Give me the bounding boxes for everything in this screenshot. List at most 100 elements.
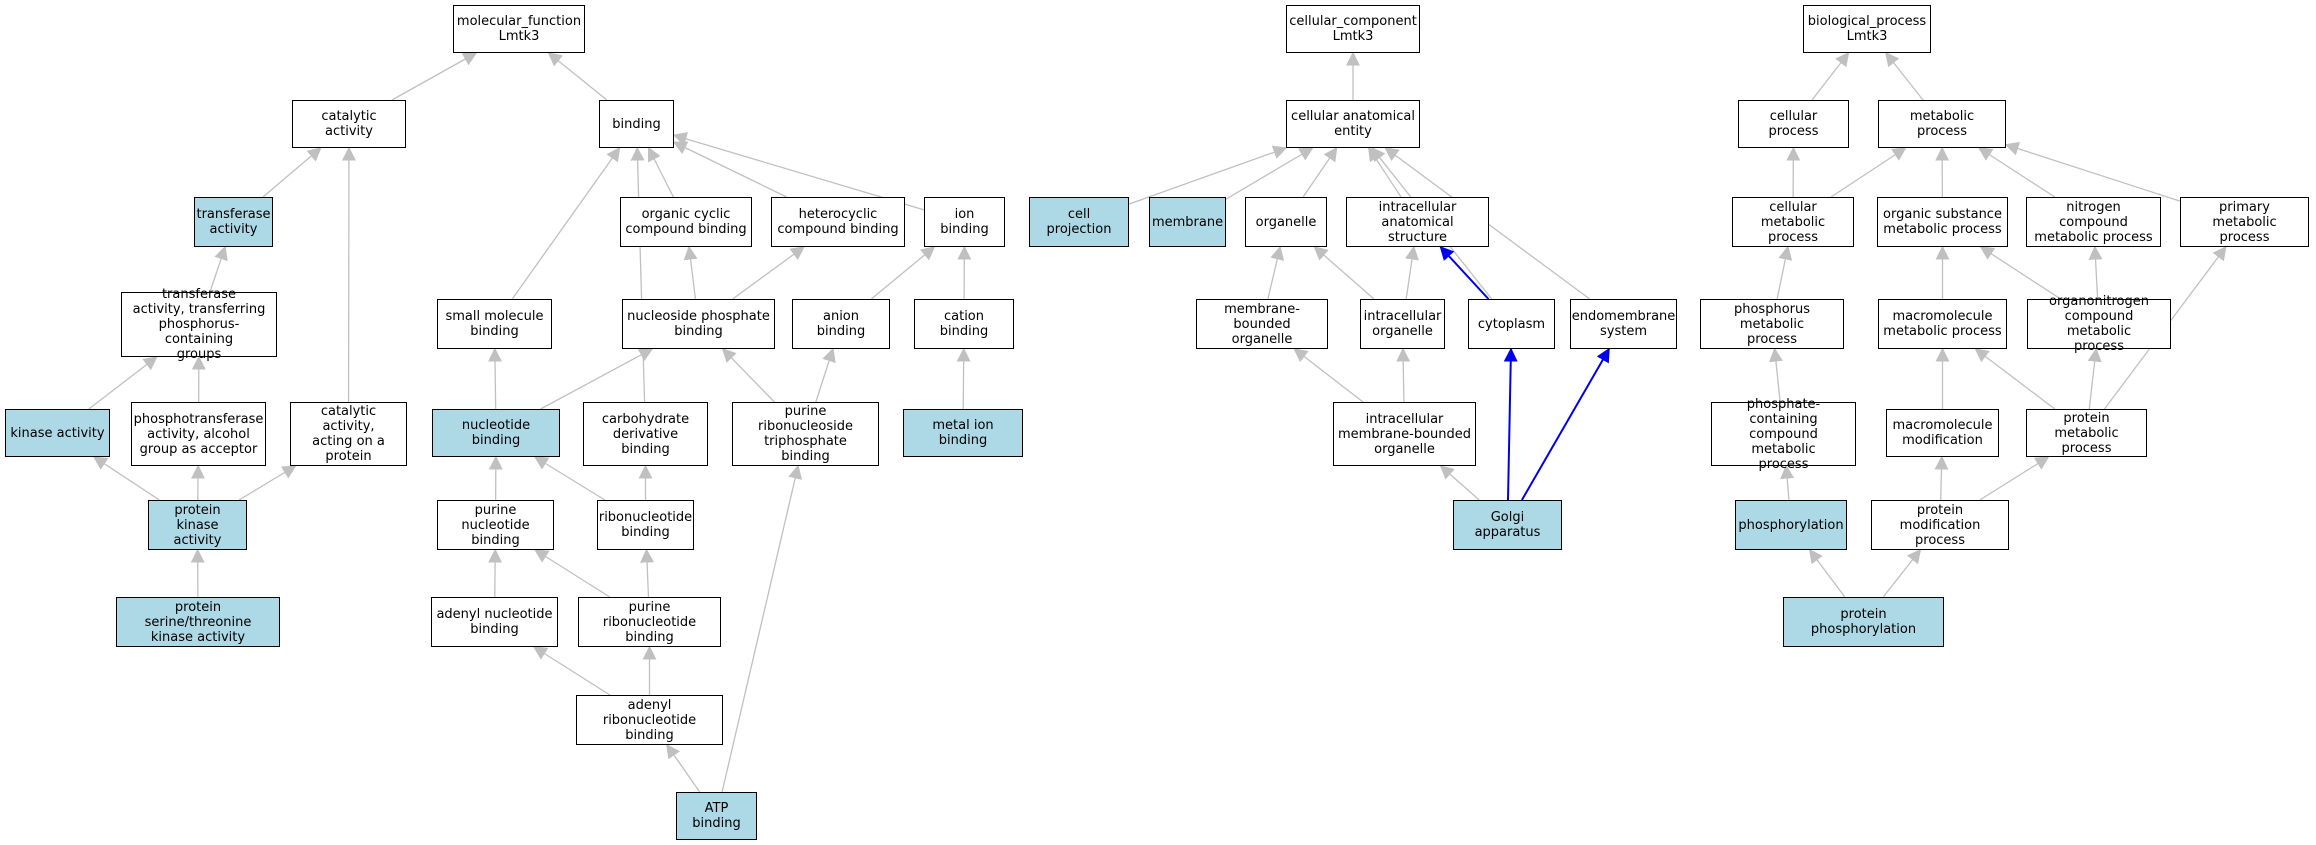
edge-anion-to-ion — [870, 246, 936, 300]
edge-smb-to-bind — [511, 146, 621, 300]
go-node-ocb[interactable]: organic cyclic compound binding — [620, 197, 752, 247]
edge-imbo-to-io — [1396, 347, 1411, 403]
go-node-cmp[interactable]: cellular metabolic process — [1732, 197, 1854, 247]
go-node-transf[interactable]: transferase activity — [194, 197, 273, 247]
go-node-protmp[interactable]: protein metabolic process — [2026, 409, 2147, 457]
go-node-mbo[interactable]: membrane-bounded organelle — [1196, 299, 1328, 349]
go-node-cp[interactable]: cellular process — [1738, 100, 1849, 148]
go-node-transf2[interactable]: transferase activity, transferring phosp… — [121, 287, 277, 362]
edge-atp-to-arnb — [666, 743, 701, 793]
edge-prnb-to-rnb — [640, 548, 655, 598]
edge-ocb-to-bind — [647, 146, 674, 198]
edge-golgi-to-cyto — [1503, 347, 1518, 501]
go-node-endo[interactable]: endomembrane system — [1570, 299, 1677, 349]
edge-ocmp-to-osmp — [1979, 246, 2061, 300]
go-node-atp[interactable]: ATP binding — [676, 792, 757, 840]
go-node-mp[interactable]: metabolic process — [1878, 100, 2006, 148]
go-node-ocmp[interactable]: organonitrogen compound metabolic proces… — [2027, 294, 2171, 354]
go-node-npb[interactable]: nucleoside phosphate binding — [622, 299, 775, 349]
edge-ocmp-to-ncmp — [2088, 245, 2103, 300]
go-node-anion[interactable]: anion binding — [792, 299, 890, 349]
edge-prnb-to-pnb — [534, 549, 611, 598]
edge-imbo-to-mbo — [1293, 348, 1364, 403]
edge-protmp-to-macmp — [1974, 348, 2056, 410]
go-node-ion[interactable]: ion binding — [924, 197, 1005, 247]
go-node-pccmp[interactable]: phosphate-containing compound metabolic … — [1711, 397, 1856, 472]
go-node-prntb[interactable]: purine ribonucleoside triphosphate bindi… — [732, 402, 879, 466]
go-node-org[interactable]: organelle — [1245, 197, 1327, 247]
go-node-kin[interactable]: kinase activity — [5, 409, 110, 457]
go-node-cat[interactable]: catalytic activity — [292, 100, 406, 148]
edge-pk-to-catprot — [238, 465, 297, 501]
edge-io-to-ias — [1405, 245, 1419, 300]
go-node-cation[interactable]: cation binding — [914, 299, 1014, 349]
go-node-pk[interactable]: protein kinase activity — [148, 500, 247, 550]
go-node-ias[interactable]: intracellular anatomical structure — [1346, 197, 1489, 247]
go-node-bp[interactable]: biological_process Lmtk3 — [1803, 5, 1931, 53]
edge-cyto-to-ias — [1439, 245, 1490, 300]
edge-golgi-to-endo — [1521, 347, 1610, 501]
edge-kin-to-transf2 — [88, 356, 158, 410]
go-node-pmp[interactable]: primary metabolic process — [2180, 197, 2309, 247]
edge-phos-to-pccmp — [1780, 464, 1795, 501]
edge-phmp-to-cmp — [1776, 245, 1793, 300]
edge-transf2-to-transf — [209, 245, 228, 293]
edge-pphos-to-pmod — [1882, 548, 1922, 598]
edge-prntb-to-npb — [721, 347, 775, 403]
go-node-cae[interactable]: cellular anatomical entity — [1286, 100, 1420, 148]
edge-ncmp-to-mp — [1977, 147, 2056, 198]
edge-transf-to-cat — [262, 147, 322, 198]
go-node-rnb[interactable]: ribonucleotide binding — [597, 500, 694, 550]
edge-golgi-to-imbo — [1439, 465, 1480, 501]
edge-org-to-cae — [1302, 146, 1338, 198]
go-node-io[interactable]: intracellular organelle — [1360, 299, 1445, 349]
edge-hcb-to-bind — [672, 141, 787, 198]
go-node-pphos[interactable]: protein phosphorylation — [1783, 597, 1944, 647]
go-node-bind[interactable]: binding — [599, 100, 674, 148]
go-node-cproj[interactable]: cell projection — [1029, 197, 1129, 247]
edge-nucb-to-smb — [488, 347, 503, 410]
edge-npb-to-ocb — [683, 245, 698, 300]
edge-rnb-to-nucb — [533, 456, 606, 501]
go-node-cyto[interactable]: cytoplasm — [1468, 299, 1555, 349]
edge-prntb-to-anion — [815, 347, 836, 403]
edge-pccmp-to-phmp — [1768, 347, 1783, 403]
go-node-imbo[interactable]: intracellular membrane-bounded organelle — [1333, 402, 1476, 466]
edge-cproj-to-cae — [1128, 145, 1288, 205]
go-node-pst[interactable]: protein serine/threonine kinase activity — [116, 597, 280, 647]
edge-cmp-to-mp — [1830, 147, 1907, 198]
go-node-cc[interactable]: cellular_component Lmtk3 — [1286, 5, 1420, 53]
go-node-pmod[interactable]: protein modification process — [1871, 500, 2009, 550]
go-node-phos[interactable]: phosphorylation — [1735, 500, 1847, 550]
go-node-pnb[interactable]: purine nucleotide binding — [437, 500, 554, 550]
edge-mbo-to-org — [1267, 245, 1285, 300]
edge-pmp-to-mp — [2004, 141, 2181, 202]
go-node-carb[interactable]: carbohydrate derivative binding — [583, 402, 708, 466]
go-node-ncmp[interactable]: nitrogen compound metabolic process — [2026, 197, 2161, 247]
go-node-mf[interactable]: molecular_function Lmtk3 — [453, 5, 585, 53]
edge-atp-to-prntb — [721, 464, 803, 793]
go-node-metal[interactable]: metal ion binding — [903, 409, 1023, 457]
go-node-nucb[interactable]: nucleotide binding — [432, 409, 560, 457]
go-node-smb[interactable]: small molecule binding — [437, 299, 552, 349]
go-node-catprot[interactable]: catalytic activity, acting on a protein — [290, 402, 407, 466]
edge-metal-to-cation — [956, 347, 971, 410]
go-node-macmp[interactable]: macromolecule metabolic process — [1878, 299, 2007, 349]
edge-bind-to-mf — [547, 52, 608, 101]
go-node-anb[interactable]: adenyl nucleotide binding — [431, 597, 558, 647]
edge-pmod-to-protmp — [1979, 456, 2050, 501]
go-node-phospho[interactable]: phosphotransferase activity, alcohol gro… — [131, 402, 266, 466]
go-node-prnb[interactable]: purine ribonucleotide binding — [578, 597, 721, 647]
go-node-phmp[interactable]: phosphorus metabolic process — [1700, 299, 1844, 349]
edge-protmp-to-ocmp — [2087, 347, 2102, 410]
edge-io-to-org — [1313, 246, 1375, 300]
go-node-golgi[interactable]: Golgi apparatus — [1453, 500, 1562, 550]
edge-memb-to-cae — [1225, 147, 1314, 200]
go-node-hcb[interactable]: heterocyclic compound binding — [771, 197, 905, 247]
go-node-memb[interactable]: membrane — [1149, 197, 1226, 247]
go-node-osmp[interactable]: organic substance metabolic process — [1877, 197, 2008, 247]
go-node-macmod[interactable]: macromolecule modification — [1886, 409, 1999, 457]
go-node-arnb[interactable]: adenyl ribonucleotide binding — [576, 695, 723, 745]
